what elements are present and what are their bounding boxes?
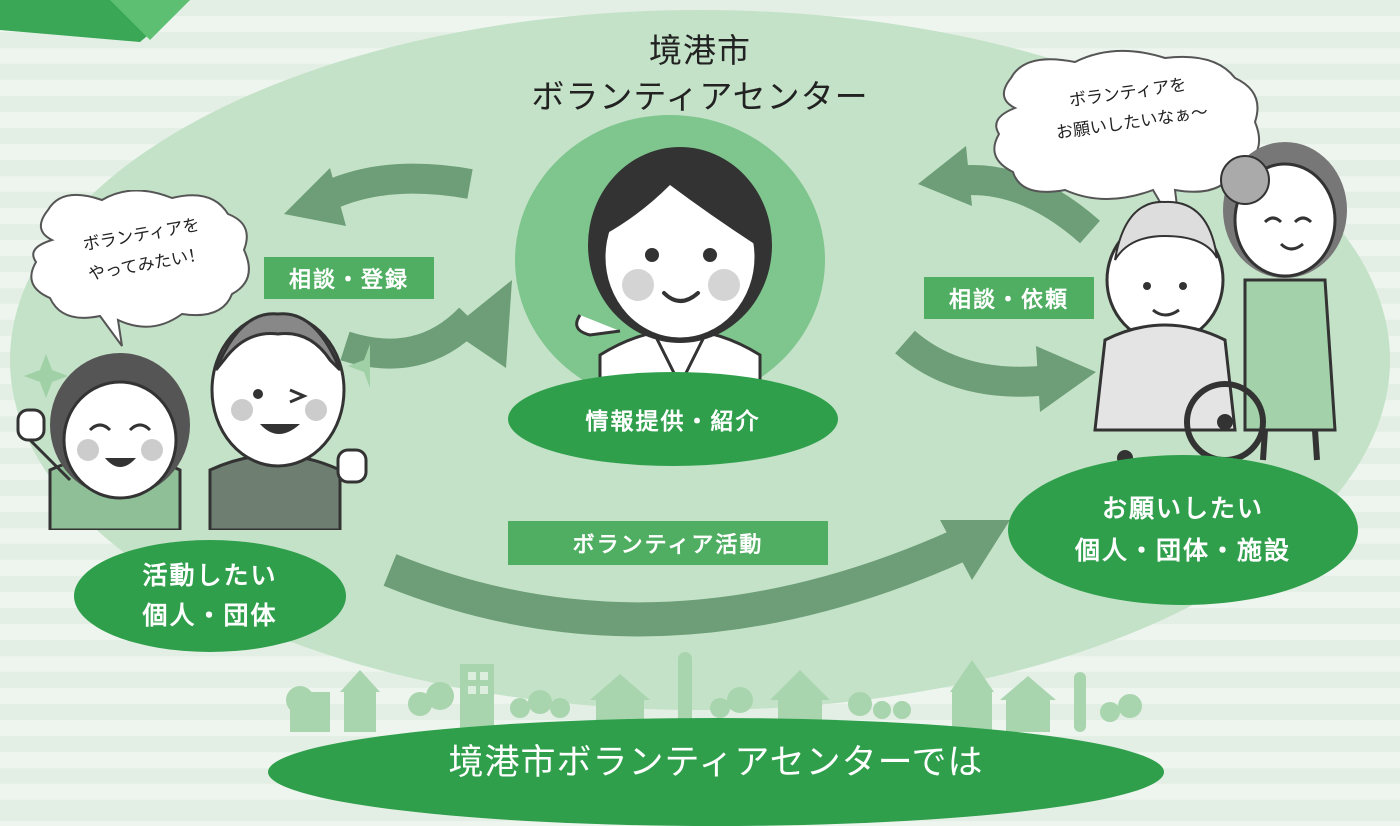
title-line-1: 境港市 [649, 31, 751, 70]
title-line-2: ボランティアセンター [531, 77, 869, 116]
footer-banner: 境港市ボランティアセンターでは [268, 718, 1164, 826]
arrowhead-center-right-top [918, 146, 972, 206]
left-node-volunteers: 活動したい 個人・団体 [74, 540, 346, 652]
town-silhouette-illustration [286, 652, 1142, 732]
consult-request-label: 相談・依頼 [924, 277, 1094, 319]
corner-tab [0, 0, 190, 42]
info-provide-badge: 情報提供・紹介 [508, 372, 838, 466]
speech-bubble-left [30, 190, 250, 347]
page-title: 境港市 ボランティアセンター [480, 28, 920, 120]
right-node-requesters: お願いしたい 個人・団体・施設 [1008, 455, 1358, 605]
arrowhead-activity [940, 520, 1010, 580]
elderly-caregiver-illustration [1093, 142, 1347, 466]
right-node-line-1: お願いしたい [1101, 494, 1264, 523]
arrowhead-center-left [450, 280, 512, 368]
info-provide-label: 情報提供・紹介 [585, 409, 761, 435]
consult-register-label: 相談・登録 [264, 257, 434, 299]
arrow-center-to-right [895, 330, 1052, 397]
volunteers-couple-illustration [16, 312, 370, 530]
arrowhead-left-top [284, 168, 346, 226]
staff-woman-illustration [575, 147, 772, 395]
volunteer-activity-label: ボランティア活動 [508, 521, 828, 565]
left-node-line-2: 個人・団体 [142, 601, 278, 630]
arrow-center-to-left [312, 163, 473, 214]
flow-arrows [284, 146, 1100, 637]
footer-banner-text: 境港市ボランティアセンターでは [448, 742, 984, 783]
left-node-line-1: 活動したい [142, 561, 278, 590]
arrow-left-to-right [383, 529, 967, 637]
right-node-line-2: 個人・団体・施設 [1074, 536, 1291, 565]
arrowhead-right-bottom [1036, 346, 1096, 412]
